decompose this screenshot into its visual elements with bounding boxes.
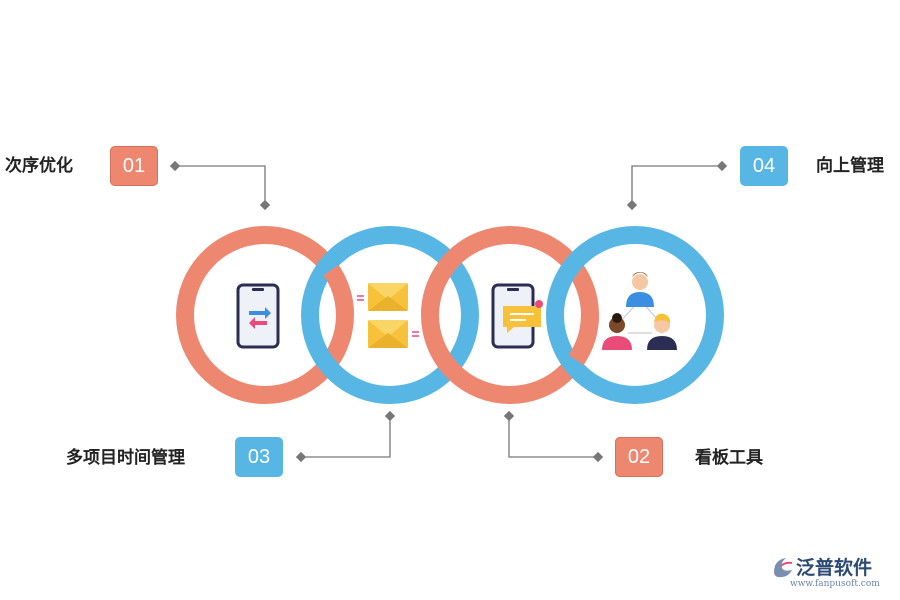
team-icon	[602, 272, 677, 350]
phone-transfer-icon	[236, 283, 280, 349]
label-02: 看板工具	[695, 448, 763, 468]
email-icon	[357, 283, 419, 348]
brand-logo: 泛普软件 www.fanpusoft.com	[770, 553, 895, 597]
phone-message-icon	[491, 283, 543, 349]
step-badge-04: 04	[740, 146, 788, 186]
label-01: 次序优化	[5, 156, 73, 176]
connector-02	[503, 410, 604, 463]
ring-1-overlap	[323, 264, 354, 316]
ring-3-overlap-right	[568, 314, 599, 366]
connector-04	[626, 160, 728, 211]
logo-name: 泛普软件	[796, 557, 873, 579]
label-03: 多项目时间管理	[66, 448, 185, 468]
logo-url: www.fanpusoft.com	[790, 579, 880, 589]
connector-01	[169, 160, 271, 211]
label-04: 向上管理	[816, 156, 884, 176]
logo-mark-icon	[774, 558, 793, 578]
ring-3-overlap	[421, 264, 452, 316]
step-badge-03: 03	[235, 437, 283, 477]
ring-4	[546, 226, 724, 404]
connector-03	[295, 410, 396, 463]
step-badge-02: 02	[615, 437, 663, 477]
step-badge-01: 01	[110, 146, 158, 186]
ring-2	[301, 226, 479, 404]
